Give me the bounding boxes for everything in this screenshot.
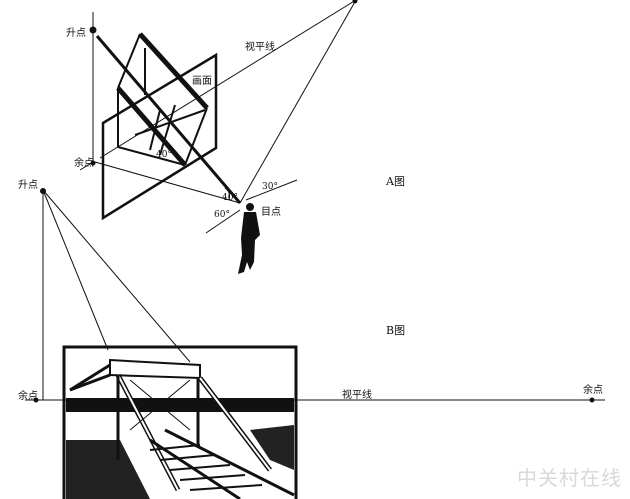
watermark: 中关村在线 — [517, 466, 622, 490]
b-vp-right-dot — [589, 397, 595, 403]
figure-a-caption: A图 — [386, 175, 405, 188]
b-horizon-label: 视平线 — [342, 390, 372, 401]
a-horizon-label: 视平线 — [245, 42, 275, 53]
b-vp-left-label: 余点 — [18, 391, 38, 402]
angle-inner-label: 40° — [156, 150, 172, 160]
b-vp-right-label: 余点 — [583, 385, 603, 396]
a-60-line — [205, 209, 241, 234]
a-line-eye-to-top-vp — [239, 0, 357, 204]
a-rise-point-label: 升点 — [66, 28, 86, 39]
a-line-eye-to-rise — [95, 35, 242, 204]
a-vanishing-point-dot — [90, 160, 96, 166]
a-line-vp-to-eye — [94, 161, 241, 204]
b-rise-point-label: 升点 — [18, 180, 38, 191]
angle-30-label: 30° — [262, 182, 278, 192]
figure-b-caption: B图 — [386, 324, 406, 337]
a-vanishing-point-label: 余点 — [74, 158, 94, 169]
bridge-drawing — [66, 358, 295, 499]
angle-eye-label: 40° — [222, 193, 238, 203]
b-rise-point-dot — [40, 188, 46, 194]
a-truss — [116, 32, 209, 167]
angle-60-label: 60° — [214, 210, 230, 220]
a-rise-point-dot — [89, 26, 97, 34]
bridge-picture — [62, 345, 298, 499]
a-top-vp-dot — [352, 0, 358, 4]
picture-plane-label: 画面 — [192, 76, 212, 87]
b-vp-left-dot — [33, 397, 39, 403]
eye-point-label: 目点 — [261, 207, 281, 218]
a-30-line — [245, 179, 298, 201]
eye-point-person — [238, 203, 260, 274]
